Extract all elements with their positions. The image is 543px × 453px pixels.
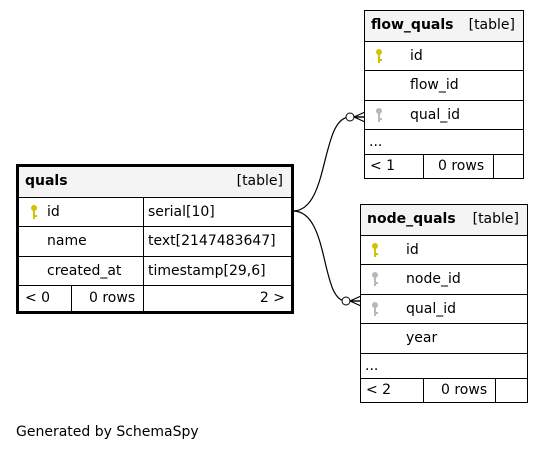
foreign-key-icon [372,301,378,316]
ellipsis: ... [369,134,383,150]
table-header: quals [table] [19,167,291,197]
column-row-flow-id: flow_id [365,70,523,100]
column-row-year: year [361,323,527,353]
edge-optional-marker-flow-quals [345,112,355,122]
row-count: 0 rows [89,290,136,306]
column-row-qual-id: qual_id [365,99,523,130]
primary-key-icon [31,204,37,219]
edge-crowfoot-flow-quals [353,111,366,123]
column-row-name: name text[2147483647] [19,226,291,256]
foreign-key-icon [376,107,382,122]
table-type: [table] [472,211,519,227]
column-name: node_id [406,271,461,287]
column-name: name [47,233,87,249]
primary-key-icon [372,242,378,257]
more-columns: ... [361,352,527,378]
generated-by-credit: Generated by SchemaSpy [16,424,199,440]
column-row-created-at: created_at timestamp[29,6] [19,255,291,285]
parent-count: < 2 [366,381,392,398]
table-header: flow_quals [table] [365,11,523,41]
column-name: created_at [47,262,122,279]
table-header: node_quals [table] [361,205,527,235]
edge-crowfoot-node-quals [349,295,362,307]
column-name: id [410,47,423,64]
table-type: [table] [236,173,283,189]
column-datatype: text[2147483647] [148,233,276,249]
parent-count: < 1 [370,158,396,174]
column-datatype: timestamp[29,6] [148,262,266,279]
table-footer: < 2 0 rows [361,377,527,402]
row-count: 0 rows [438,158,485,174]
table-footer: < 1 0 rows [365,154,523,178]
column-name: qual_id [410,106,461,123]
column-row-id: id [361,234,527,265]
table-name: node_quals [367,211,456,227]
column-row-qual-id: qual_id [361,293,527,324]
table-name: quals [25,173,68,189]
more-columns: ... [365,129,523,154]
parent-count: < 0 [25,290,51,306]
column-row-node-id: node_id [361,264,527,294]
row-count: 0 rows [441,381,488,398]
primary-key-icon [376,48,382,63]
column-row-id: id [365,40,523,71]
table-name: flow_quals [371,17,454,33]
foreign-key-icon [372,272,378,286]
edge-optional-marker-node-quals [341,296,351,306]
table-quals[interactable]: quals [table] id serial[10] name text[21… [16,164,294,314]
table-type: [table] [468,17,515,33]
column-name: qual_id [406,300,457,317]
edge-quals-node-quals [292,210,361,302]
table-footer: < 0 0 rows 2 > [19,285,291,311]
column-row-id: id serial[10] [19,196,291,226]
column-name: id [47,203,60,220]
column-name: year [406,330,438,346]
column-name: id [406,241,419,258]
child-count: 2 > [259,290,285,306]
table-flow-quals[interactable]: flow_quals [table] id flow_id qual_id ..… [364,10,524,179]
edge-quals-flow-quals [292,116,365,212]
column-datatype: serial[10] [148,203,215,220]
table-node-quals[interactable]: node_quals [table] id node_id qual_id ye… [360,204,528,403]
column-name: flow_id [410,77,459,93]
ellipsis: ... [365,357,379,374]
